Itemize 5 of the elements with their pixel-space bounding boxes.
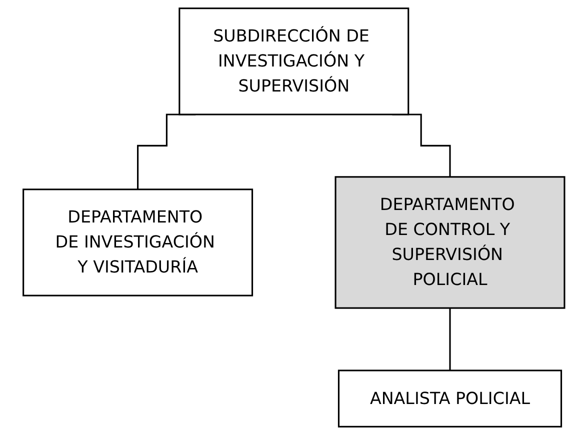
node-box: SUBDIRECCIÓN DE INVESTIGACIÓN Y SUPERVISIÓN [178,8,410,116]
node-box: DEPARTAMENTO DE INVESTIGACIÓN Y VISITADURÍA [22,188,254,296]
connector [449,307,451,372]
node-box: ANALISTA POLICIAL [338,370,562,428]
node-box: DEPARTAMENTO DE CONTROL Y SUPERVISIÓN POLICIAL [334,176,566,309]
